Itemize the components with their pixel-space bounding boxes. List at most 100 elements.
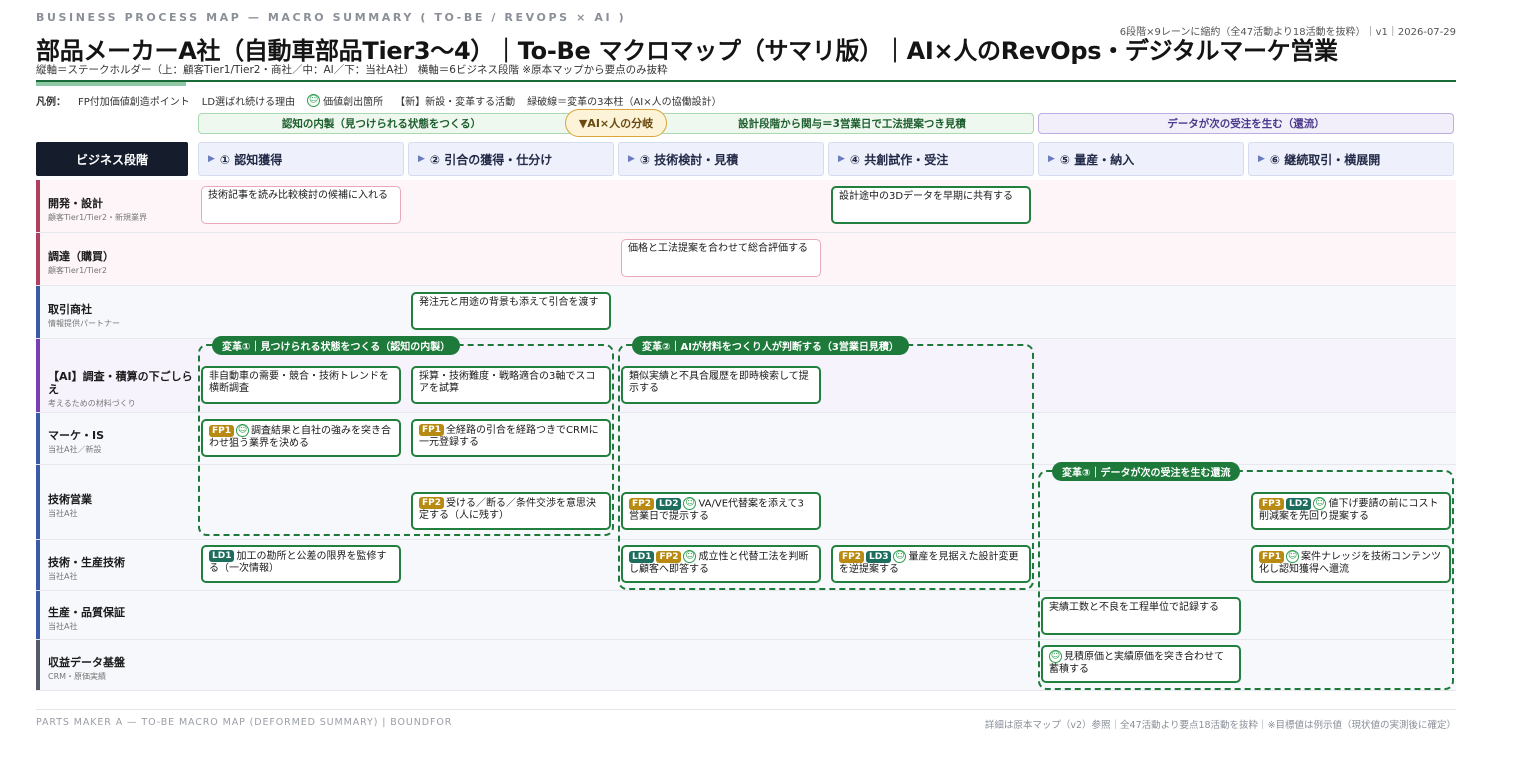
activity-card: ☺見積原価と実績原価を突き合わせて蓄積する (1041, 645, 1241, 683)
footer-right: 詳細は原本マップ（v2）参照｜全47活動より要点18活動を抜粋｜※目標値は例示値… (984, 720, 1456, 731)
smiley-icon: ☺ (683, 497, 697, 510)
title-rule (36, 80, 1456, 82)
lane-subtitle: 顧客Tier1/Tier2 (48, 266, 108, 275)
ld-badge: LD1 (629, 550, 655, 563)
fp-badge: FP1 (419, 424, 445, 436)
play-arrow-icon: ▶ (1258, 154, 1265, 164)
activity-text: 実績工数と不良を工程単位で記録する (1049, 602, 1219, 613)
activity-text: 発注元と用途の背景も添えて引合を渡す (419, 297, 599, 308)
play-arrow-icon: ▶ (838, 154, 845, 164)
activity-text: 全経路の引合を経路つきでCRMに一元登録する (419, 425, 599, 448)
lane-name: 調達（購買） (48, 250, 114, 263)
stage-4: ▶ ④ 共創試作・受注 (828, 142, 1034, 176)
fp-badge: FP1 (209, 424, 235, 437)
footer-left: PARTS MAKER A — TO-BE MACRO MAP (DEFORME… (36, 717, 453, 728)
lane-name: 技術営業 (48, 493, 92, 506)
lane-name: 開発・設計 (48, 197, 103, 210)
lane-row: 取引商社情報提供パートナー (36, 286, 1456, 339)
stage-label: ⑥ 継続取引・横展開 (1269, 152, 1381, 167)
band-cognition: 認知の内製（見つけられる状態をつくる） (281, 118, 482, 130)
smiley-icon: ☺ (1049, 650, 1062, 663)
stage-label: ④ 共創試作・受注 (849, 152, 949, 167)
lane-name: マーケ・IS (48, 429, 105, 442)
fp-badge: FP3 (1259, 497, 1285, 510)
lane-color-bar (36, 339, 40, 412)
fp-badge: FP2 (656, 550, 682, 563)
lane-color-bar (36, 640, 40, 690)
lane-subtitle: CRM・原価実績 (48, 672, 107, 681)
ld-badge: LD2 (1286, 497, 1312, 510)
lane-color-bar (36, 233, 40, 285)
stage-label: ⑤ 量産・納入 (1059, 152, 1135, 167)
activity-card: 類似実績と不具合履歴を即時検索して提示する (621, 366, 821, 404)
lane-color-bar (36, 540, 40, 590)
fp-badge: FP1 (1259, 550, 1285, 563)
activity-card: 技術記事を読み比較検討の候補に入れる (201, 186, 401, 224)
stage-3: ▶③ 技術検討・見積 (618, 142, 824, 176)
activity-text: 案件ナレッジを技術コンテンツ化し認知獲得へ還流 (1259, 551, 1442, 575)
activity-text: 見積原価と実績原価を突き合わせて蓄積する (1049, 651, 1224, 675)
ai-human-branch-badge: ▼AI×人の分岐 (565, 109, 667, 137)
activity-text: 値下げ要請の前にコスト削減案を先回り提案する (1259, 498, 1439, 522)
transformation-zone-label: 変革②｜AIが材料をつくり人が判断する（3営業日見積） (632, 336, 909, 355)
meta-info: 6段階×9レーンに縮約（全47活動より18活動を抜粋）｜v1｜2026-07-2… (1119, 27, 1456, 38)
lane-color-bar (36, 465, 40, 539)
transformation-zone-label: 変革③｜データが次の受注を生む還流 (1052, 462, 1241, 481)
legend-value-label: 価値創出箇所 (323, 97, 384, 108)
smiley-icon: ☺ (893, 550, 907, 563)
title-rule-accent (36, 82, 186, 86)
stage-2: ▶② 引合の獲得・仕分け (408, 142, 614, 176)
activity-card: 採算・技術難度・戦略適合の3軸でスコアを試算 (411, 366, 611, 404)
play-arrow-icon: ▶ (208, 154, 215, 164)
lane-subtitle: 顧客Tier1/Tier2・新規業界 (48, 213, 148, 222)
stage-5: ▶ ⑤ 量産・納入 (1038, 142, 1244, 176)
lane-name: 技術・生産技術 (48, 556, 125, 569)
band-data-return: データが次の受注を生む（還流） (1038, 113, 1454, 134)
smiley-icon: ☺ (683, 550, 697, 563)
lane-subtitle: 考えるための材料づくり (48, 399, 136, 408)
activity-card: 発注元と用途の背景も添えて引合を渡す (411, 292, 611, 330)
page-subtitle: 縦軸＝ステークホルダー（上：顧客Tier1/Tier2・商社／中：AI／下：当社… (36, 64, 668, 76)
activity-card: 価格と工法提案を合わせて総合評価する (621, 239, 821, 277)
transformation-zone (1038, 470, 1454, 690)
activity-card: 実績工数と不良を工程単位で記録する (1041, 597, 1241, 635)
footer-rule (36, 709, 1456, 710)
legend-dashed: 緑破線＝変革の3本柱（AI×人の協働設計） (527, 97, 722, 108)
activity-text: 設計途中の3Dデータを早期に共有する (839, 191, 1014, 202)
lane-name: 取引商社 (48, 303, 92, 316)
lane-color-bar (36, 180, 40, 232)
play-arrow-icon: ▶ (628, 154, 635, 164)
lane-subtitle: 当社A社 (48, 509, 78, 518)
legend-value: ☺ 価値創出箇所 (307, 93, 383, 108)
activity-text: 類似実績と不具合履歴を即時検索して提示する (629, 371, 809, 394)
stage-header: ビジネス段階 (36, 142, 188, 176)
smiley-icon: ☺ (307, 94, 321, 107)
play-arrow-icon: ▶ (418, 154, 425, 164)
smiley-icon: ☺ (236, 424, 250, 437)
lane-color-bar (36, 286, 40, 338)
smiley-icon: ☺ (1313, 497, 1327, 510)
lane-subtitle: 当社A社／新設 (48, 445, 102, 454)
legend-label: 凡例： (36, 97, 66, 108)
ld-badge: LD1 (209, 550, 235, 562)
fp-badge: FP2 (629, 497, 655, 510)
activity-text: 非自動車の需要・競合・技術トレンドを横断調査 (209, 371, 389, 394)
fp-badge: FP2 (839, 550, 865, 563)
activity-text: 価格と工法提案を合わせて総合評価する (628, 243, 808, 254)
lane-name: 【AI】調査・積算の下ごしらえ (48, 370, 193, 396)
legend: 凡例： FP付加価値創造ポイント LD選ばれ続ける理由 ☺ 価値創出箇所 【新】… (36, 93, 722, 108)
activity-text: 調査結果と自社の強みを突き合わせ狙う業界を決める (209, 425, 392, 449)
activity-card: 設計途中の3Dデータを早期に共有する (831, 186, 1031, 224)
fp-badge: FP2 (419, 497, 445, 509)
band-design: 設計段階から関与＝3営業日で工法提案つき見積 (738, 118, 966, 130)
activity-card: FP1☺案件ナレッジを技術コンテンツ化し認知獲得へ還流 (1251, 545, 1451, 583)
play-arrow-icon: ▶ (1048, 154, 1055, 164)
activity-text: VA/VE代替案を添えて3営業日で提示する (629, 498, 804, 522)
